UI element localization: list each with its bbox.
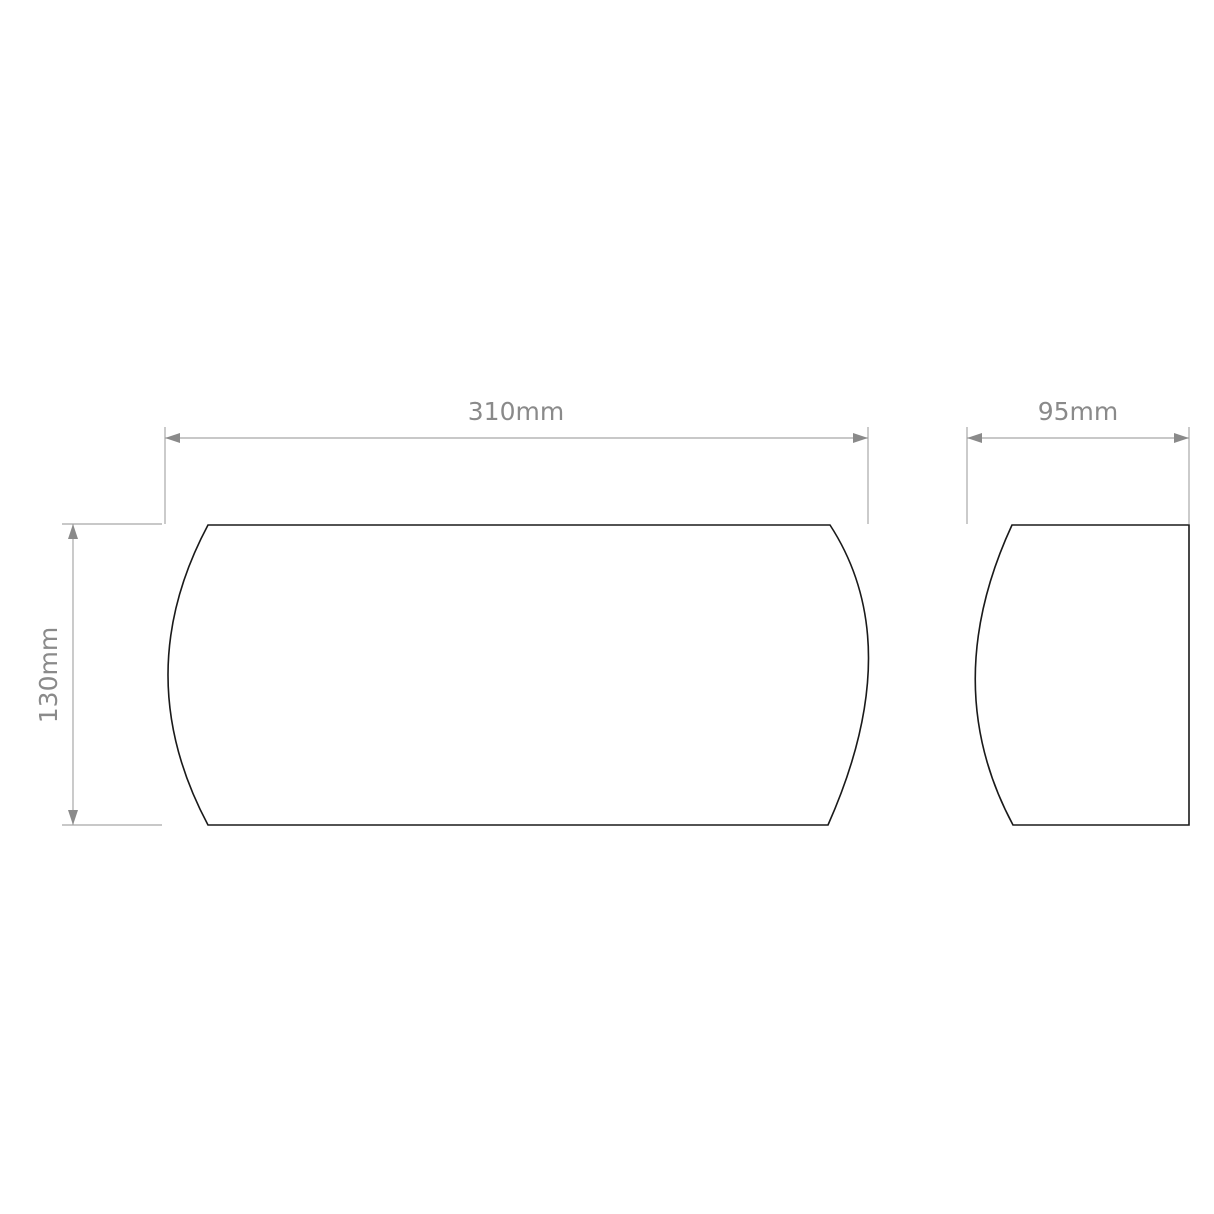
side-view-outline — [974, 524, 1190, 826]
depth-arrow-left — [967, 433, 982, 443]
depth-label: 95mm — [1038, 397, 1119, 426]
width-arrow-left — [165, 433, 180, 443]
depth-arrow-right — [1174, 433, 1189, 443]
height-arrow-top — [68, 524, 78, 539]
width-arrow-right — [853, 433, 868, 443]
height-dimension: 130mm — [34, 523, 162, 826]
height-label: 130mm — [34, 627, 63, 723]
height-arrow-bottom — [68, 810, 78, 825]
depth-dimension: 95mm — [966, 397, 1190, 524]
front-view-outline — [167, 524, 870, 826]
width-label: 310mm — [468, 397, 564, 426]
width-dimension: 310mm — [164, 397, 869, 524]
